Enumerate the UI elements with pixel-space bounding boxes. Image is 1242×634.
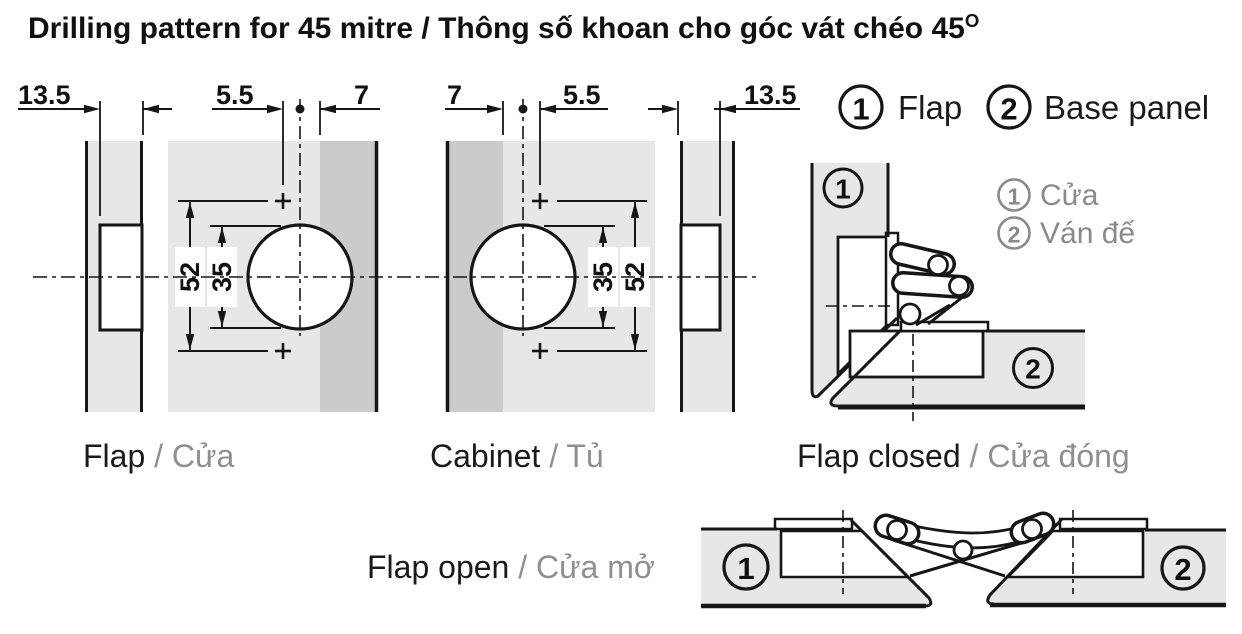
flap-mitre-edge — [849, 518, 933, 608]
marker-2: 2 — [1025, 354, 1041, 385]
dim-7: 7 — [447, 80, 462, 110]
flap-drilling-diagram: 13.5 5.5 7 52 35 — [18, 80, 380, 412]
dim-5-5: 5.5 — [216, 80, 254, 110]
top-dimension-arrows — [487, 104, 736, 114]
screw-position-marks — [532, 193, 548, 359]
cup-dimension-arrows — [598, 202, 640, 350]
caption-flap-open-vi: / Cửa mở — [509, 549, 655, 585]
page-title: Drilling pattern for 45 mitre / Thông số… — [28, 10, 979, 46]
marker-1: 1 — [737, 551, 754, 586]
mounting-plate — [899, 320, 990, 333]
legend-1-circle — [838, 84, 884, 130]
hinge-pivot — [952, 539, 974, 561]
legend-1-vi-num: 1 — [1008, 184, 1021, 210]
dim-13-5: 13.5 — [18, 80, 71, 110]
cabinet-drilling-diagram: 7 5.5 13.5 35 52 — [445, 80, 800, 412]
hinge-pivot — [1021, 518, 1043, 540]
screw-position-marks — [275, 193, 291, 359]
base-mitre-edge — [829, 328, 903, 408]
marker-2-circle — [1160, 545, 1206, 591]
legend-flap-label: Flap — [898, 89, 962, 126]
dim-5-5: 5.5 — [563, 80, 601, 110]
flap-closed-diagram: 1 2 — [810, 163, 1085, 421]
hinge-pivot — [886, 519, 908, 541]
marker-2: 2 — [1174, 552, 1191, 587]
flap-mitre-edge — [810, 316, 899, 399]
flap-open-diagram: 1 2 — [701, 510, 1226, 609]
hinge-mechanism-open — [873, 511, 1056, 578]
legend-1-num: 1 — [852, 92, 869, 127]
marker-2-circle — [1012, 347, 1054, 389]
legend-2-vi-num: 2 — [1008, 222, 1021, 248]
hinge-cup-flange — [773, 517, 854, 531]
hinge-pivot — [948, 275, 970, 297]
page-title-text: Drilling pattern for 45 mitre / Thông số… — [28, 12, 965, 45]
caption-cabinet-en: Cabinet — [430, 438, 541, 474]
legend-2-num: 2 — [1000, 92, 1017, 127]
caption-flap-open: Flap open / Cửa mở — [367, 549, 655, 586]
caption-flap-en: Flap — [83, 438, 146, 474]
caption-flap-closed-en: Flap closed — [797, 438, 961, 474]
marker-1-circle — [722, 543, 770, 591]
caption-flap: Flap / Cửa — [83, 438, 234, 475]
dim-7: 7 — [354, 80, 369, 110]
caption-flap-open-en: Flap open — [367, 549, 510, 585]
legend-2-circle — [986, 84, 1032, 130]
caption-cabinet-vi: / Tủ — [540, 438, 604, 474]
legend-van-de-label: Ván đế — [1040, 217, 1135, 250]
hinge-mechanism-closed — [889, 242, 974, 327]
marker-1: 1 — [835, 174, 851, 205]
page-title-degree: O — [964, 10, 980, 31]
legend-cua-label: Cửa — [1040, 179, 1099, 212]
legend: 1 Flap 2 Base panel 1 Cửa 2 Ván đế — [838, 84, 1209, 250]
base-mitre-edge — [986, 517, 1064, 606]
hinge-pivot — [898, 302, 922, 326]
caption-cabinet: Cabinet / Tủ — [430, 438, 604, 475]
hinge-pivot — [927, 254, 949, 276]
legend-base-panel-label: Base panel — [1044, 89, 1209, 126]
caption-flap-vi: / Cửa — [145, 438, 235, 474]
base-cup-recess — [848, 329, 985, 379]
caption-flap-closed: Flap closed / Cửa đóng — [797, 438, 1130, 475]
hinge-cup-flange — [1058, 517, 1149, 531]
marker-1-circle — [822, 167, 864, 209]
legend-2-vi-circle — [997, 216, 1031, 250]
dim-13-5: 13.5 — [744, 80, 797, 110]
top-dimension-arrows — [84, 104, 336, 114]
caption-flap-closed-vi: / Cửa đóng — [960, 438, 1130, 474]
legend-1-vi-circle — [997, 178, 1031, 212]
cup-dimension-arrows — [185, 202, 227, 350]
